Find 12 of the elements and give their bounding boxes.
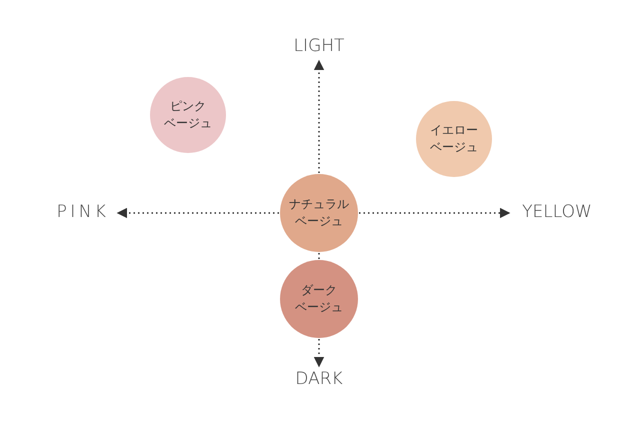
axis-label: LIGHT bbox=[287, 36, 351, 58]
dotted-arrow bbox=[314, 339, 324, 368]
shade-label: ナチュラルベージュ bbox=[289, 196, 349, 230]
axis-label: YELLOW bbox=[512, 202, 602, 224]
dotted-arrow bbox=[359, 208, 510, 218]
axis-label: PINK bbox=[51, 202, 115, 224]
axis-label: DARK bbox=[287, 369, 351, 391]
shade-label: イエローベージュ bbox=[430, 122, 478, 156]
shade-label: ダークベージュ bbox=[295, 282, 343, 316]
dotted-arrow bbox=[314, 60, 324, 173]
shade-label: ピンクベージュ bbox=[164, 98, 212, 132]
dotted-arrow bbox=[116, 208, 279, 218]
